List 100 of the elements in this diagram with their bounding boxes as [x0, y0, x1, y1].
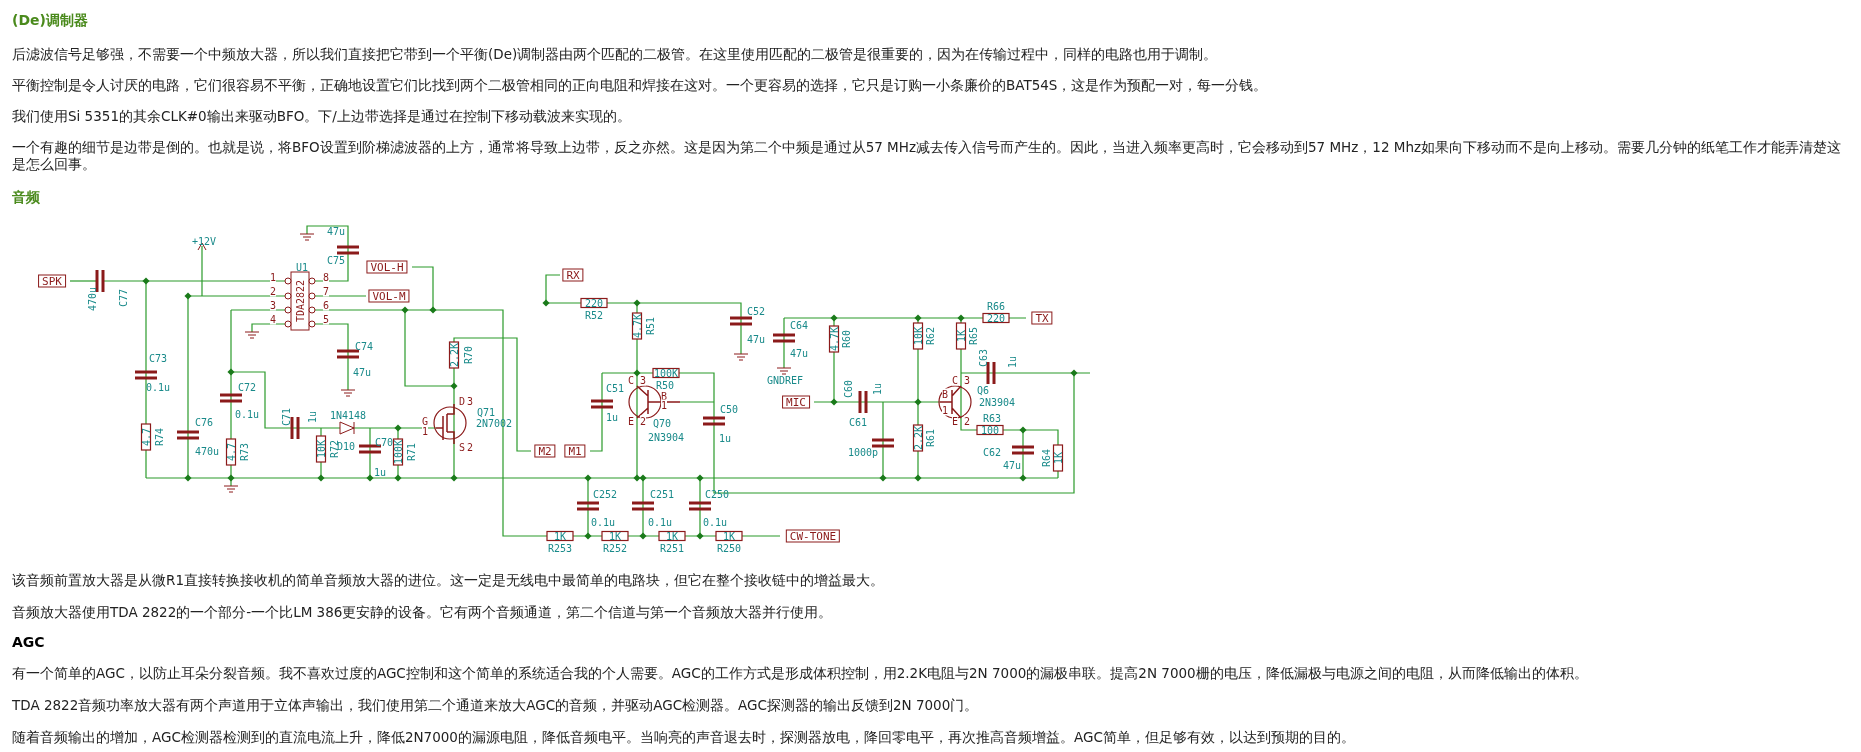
component-label: C251: [649, 488, 675, 500]
section-heading: 音频: [12, 189, 40, 207]
pin-label: 8: [323, 271, 329, 283]
component-label: R50: [655, 379, 675, 391]
component-label: GNDREF: [766, 374, 804, 386]
component-label: R52: [584, 309, 604, 321]
net-label: SPK: [38, 274, 66, 288]
component-label: 100K: [392, 439, 404, 465]
net-label: TX: [1031, 311, 1053, 325]
pin-label: 1: [942, 404, 948, 416]
net-label: MIC: [782, 395, 810, 409]
pin-label: 5: [323, 313, 329, 325]
section-heading: AGC: [12, 634, 45, 650]
component-label: R253: [547, 542, 573, 554]
paragraph: 音频放大器使用TDA 2822的一个部分-一个比LM 386更安静的设备。它有两个音频通道，第二个信道与第一个音频放大器并行使用。: [12, 604, 834, 621]
chip-marking: TDA2822: [294, 279, 306, 323]
component-label: C72: [237, 381, 257, 393]
component-label: R70: [462, 345, 474, 365]
component-label: R73: [238, 442, 250, 462]
pin-label: 2: [640, 415, 646, 427]
component-label: R250: [716, 542, 742, 554]
component-label: R51: [644, 316, 656, 336]
component-label: 0.1u: [234, 408, 260, 420]
pin-label: 3: [467, 395, 473, 407]
component-label: 0.1u: [647, 516, 673, 528]
component-label: C52: [746, 305, 766, 317]
net-label: M2: [534, 444, 556, 458]
component-label: 100: [980, 424, 1000, 436]
component-label: 1u: [374, 466, 386, 478]
paragraph: 有一个简单的AGC，以防止耳朵分裂音频。我不喜欢过度的AGC控制和这个简单的系统适合我的个人需要。AGC的工作方式是形成体积控制，用2.2K电阻与2N 7000的漏极串联。提高2N 7000栅的电压，降低漏极与电源之间的电阻，从而降低输出的体积。: [12, 665, 1589, 682]
component-label: 10K: [315, 439, 327, 459]
component-label: Q6: [977, 384, 989, 396]
pin-label: 2: [270, 285, 276, 297]
component-label: 1u: [606, 411, 618, 423]
component-label: 47u: [746, 333, 766, 345]
component-label: R252: [602, 542, 628, 554]
component-label: R66: [986, 300, 1006, 312]
pin-label: C: [628, 374, 634, 386]
component-label: 10K: [912, 326, 924, 346]
pin-label: 4: [270, 313, 276, 325]
pin-label: D: [459, 395, 465, 407]
component-label: C75: [326, 254, 346, 266]
pin-label: 1: [422, 425, 428, 437]
component-label: 2N3904: [647, 431, 685, 443]
component-label: C64: [789, 319, 809, 331]
net-label: VOL-M: [368, 289, 410, 303]
component-label: R71: [405, 442, 417, 462]
component-label: 47u: [1002, 459, 1022, 471]
component-label: R65: [967, 326, 979, 346]
component-label: C252: [592, 488, 618, 500]
pin-label: 6: [323, 299, 329, 311]
component-label: 0.1u: [702, 516, 728, 528]
component-label: C73: [148, 352, 168, 364]
component-label: R74: [153, 427, 165, 447]
component-label: 1K: [955, 330, 967, 342]
component-label: 1K: [554, 530, 566, 542]
component-label: 1N4148: [329, 409, 367, 421]
pin-label: E: [952, 415, 958, 427]
component-label: C74: [354, 340, 374, 352]
component-label: R251: [659, 542, 685, 554]
component-label: C76: [194, 416, 214, 428]
component-label: 47u: [326, 225, 346, 237]
pin-label: G: [422, 415, 428, 427]
component-label: 4.7: [140, 427, 152, 447]
pin-label: 2: [964, 415, 970, 427]
net-label: CW-TONE: [785, 529, 841, 543]
component-label: C61: [848, 416, 868, 428]
component-label: C60: [842, 379, 854, 399]
paragraph: 随着音频输出的增加，AGC检测器检测到的直流电流上升，降低2N7000的漏源电阻，降低音频电平。当响亮的声音退去时，探测器放电，降回零电平，再次推高音频增益。AGC简单，但足够有效，以达到预期的目的。: [12, 729, 1356, 746]
component-label: 4.7K: [631, 313, 643, 339]
page-title: (De)调制器: [12, 12, 88, 30]
pin-label: 3: [964, 374, 970, 386]
component-label: R61: [924, 428, 936, 448]
paragraph: 平衡控制是令人讨厌的电路，它们很容易不平衡，正确地设置它们比找到两个二极管相同的正向电阻和焊接在这对。一个更容易的选择，它只是订购一小条廉价的BAT54S，这是作为预配一对，每一分钱。: [12, 77, 1269, 94]
component-label: U1: [296, 261, 308, 273]
net-label: VOL-H: [366, 260, 408, 274]
pin-label: 3: [270, 299, 276, 311]
pin-label: 3: [640, 374, 646, 386]
component-label: C63: [977, 348, 989, 368]
component-label: Q71: [476, 406, 496, 418]
component-label: 1000p: [847, 446, 879, 458]
component-label: 2.2K: [912, 425, 924, 451]
component-label: C70: [374, 436, 394, 448]
component-label: Q70: [652, 417, 672, 429]
component-label: 1K: [666, 530, 678, 542]
pin-label: B: [942, 388, 948, 400]
component-label: C62: [982, 446, 1002, 458]
component-label: 4.7K: [828, 326, 840, 352]
paragraph: 一个有趣的细节是边带是倒的。也就是说，将BFO设置到阶梯滤波器的上方，通常将导致上边带，反之亦然。这是因为第二个中频是通过从57 MHz减去传入信号而产生的。因此，当进入频率更高时，它会移动到57 MHz，12 Mhz如果向下移动而不是向上移动。需要几分钟的纸笔工作才能弄清楚这是怎么回事。: [12, 139, 1842, 173]
component-label: C51: [605, 382, 625, 394]
component-label: 1u: [1006, 356, 1018, 368]
component-label: 2N7002: [475, 417, 513, 429]
component-label: 47u: [352, 366, 372, 378]
component-label: 470u: [194, 445, 220, 457]
component-label: 1u: [871, 383, 883, 395]
component-label: R64: [1040, 448, 1052, 468]
component-label: 470u: [86, 286, 98, 312]
component-label: C71: [280, 407, 292, 427]
paragraph: TDA 2822音频功率放大器有两个声道用于立体声输出，我们使用第二个通道来放大AGC的音频，并驱动AGC检测器。AGC探测器的输出反馈到2N 7000门。: [12, 697, 980, 714]
component-label: 220: [584, 297, 604, 309]
